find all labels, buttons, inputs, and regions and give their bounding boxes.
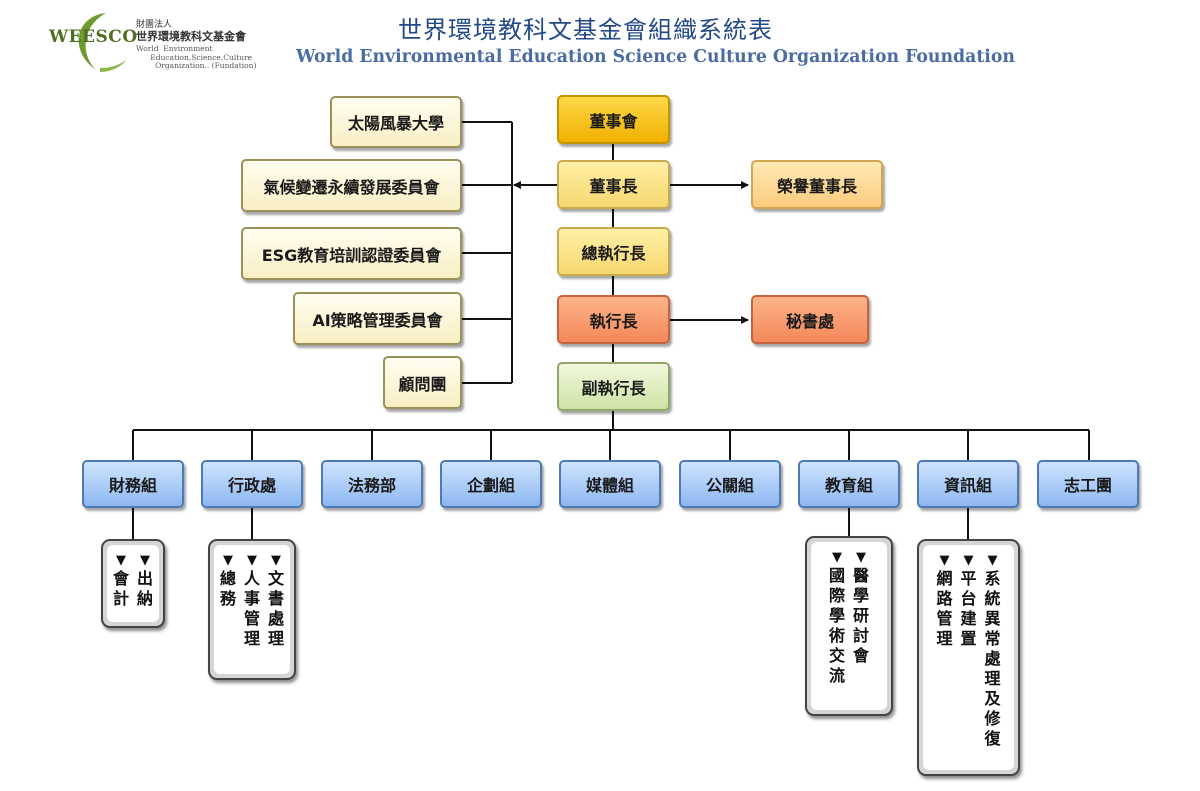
ceo: 執行長	[557, 295, 670, 344]
subunit-label: 國際學術交流	[828, 566, 845, 685]
subunit-label: 網路管理	[936, 569, 953, 648]
general-ceo: 總執行長	[557, 227, 670, 276]
unit-climate-change-committee: 氣候變遷永續發展委員會	[241, 159, 462, 212]
admin-subunits: ▼文書處理▼人事管理▼總務	[214, 545, 290, 674]
information-subunits-panel: ▼系統異常處理及修復▼平台建置▼網路管理	[917, 539, 1020, 776]
subunit-label: 人事管理	[243, 569, 260, 648]
dept-information: 資訊組	[917, 460, 1019, 508]
unit-esg-certification-committee: ESG教育培訓認證委員會	[241, 227, 462, 280]
chart-title-en: World Environmental Education Science Cu…	[296, 47, 1015, 67]
education-subunits-panel: ▼醫學研討會▼國際學術交流	[805, 536, 893, 716]
honorary-chairman: 榮譽董事長	[751, 160, 883, 209]
unit-advisory-group: 顧問團	[383, 356, 462, 409]
dept-administration: 行政處	[201, 460, 303, 508]
subunit-item: ▼文書處理	[267, 553, 285, 674]
logo-cn-line2: 世界環境教科文基金會	[136, 30, 246, 43]
dept-finance: 財務組	[82, 460, 184, 508]
subunit-label: 系統異常處理及修復	[984, 569, 1001, 748]
dept-media: 媒體組	[559, 460, 661, 508]
subunit-label: 醫學研討會	[852, 566, 869, 665]
subunit-item: ▼總務	[219, 553, 237, 674]
unit-solar-storm-university: 太陽風暴大學	[330, 96, 462, 148]
finance-subunits: ▼出納▼會計	[107, 545, 159, 622]
triangle-marker-icon: ▼	[223, 553, 233, 568]
logo-wordmark: WEESCO	[49, 27, 138, 47]
triangle-marker-icon: ▼	[247, 553, 257, 568]
logo-crescent-icon	[78, 13, 126, 72]
dept-public-relations: 公關組	[679, 460, 781, 508]
subunit-label: 平台建置	[960, 569, 977, 648]
information-subunits: ▼系統異常處理及修復▼平台建置▼網路管理	[923, 545, 1014, 770]
admin-subunits-panel: ▼文書處理▼人事管理▼總務	[208, 539, 296, 680]
subunit-label: 會計	[112, 569, 129, 608]
secretariat: 秘書處	[751, 295, 869, 344]
subunit-item: ▼網路管理	[936, 553, 954, 770]
triangle-marker-icon: ▼	[832, 550, 842, 565]
foundation-logo: WEESCO 財團法人 世界環境教科文基金會 World Environment…	[44, 8, 284, 78]
logo-cn-line1: 財團法人	[136, 20, 173, 30]
triangle-marker-icon: ▼	[963, 553, 974, 568]
subunit-label: 出納	[136, 569, 153, 608]
triangle-marker-icon: ▼	[271, 553, 281, 568]
subunit-item: ▼出納	[136, 553, 154, 622]
subunit-item: ▼人事管理	[243, 553, 261, 674]
chairman: 董事長	[557, 160, 670, 209]
dept-volunteers: 志工團	[1037, 460, 1139, 508]
logo-en-lines: World Environment Education,Science,Cult…	[136, 44, 257, 70]
subunit-label: 文書處理	[267, 569, 284, 648]
education-subunits: ▼醫學研討會▼國際學術交流	[811, 542, 887, 710]
triangle-marker-icon: ▼	[140, 553, 150, 568]
subunit-item: ▼系統異常處理及修復	[984, 553, 1002, 770]
finance-subunits-panel: ▼出納▼會計	[101, 539, 165, 628]
board-of-directors: 董事會	[557, 95, 670, 144]
subunit-item: ▼醫學研討會	[852, 550, 870, 710]
dept-legal: 法務部	[321, 460, 423, 508]
triangle-marker-icon: ▼	[987, 553, 998, 568]
deputy-ceo: 副執行長	[557, 362, 670, 411]
unit-ai-strategy-committee: AI策略管理委員會	[293, 292, 462, 345]
subunit-item: ▼國際學術交流	[828, 550, 846, 710]
subunit-item: ▼平台建置	[960, 553, 978, 770]
dept-planning: 企劃組	[440, 460, 542, 508]
triangle-marker-icon: ▼	[856, 550, 866, 565]
dept-education: 教育組	[798, 460, 900, 508]
triangle-marker-icon: ▼	[939, 553, 950, 568]
chart-title-cn: 世界環境教科文基金會組織系統表	[398, 16, 773, 44]
subunit-item: ▼會計	[112, 553, 130, 622]
subunit-label: 總務	[219, 569, 236, 608]
triangle-marker-icon: ▼	[116, 553, 126, 568]
